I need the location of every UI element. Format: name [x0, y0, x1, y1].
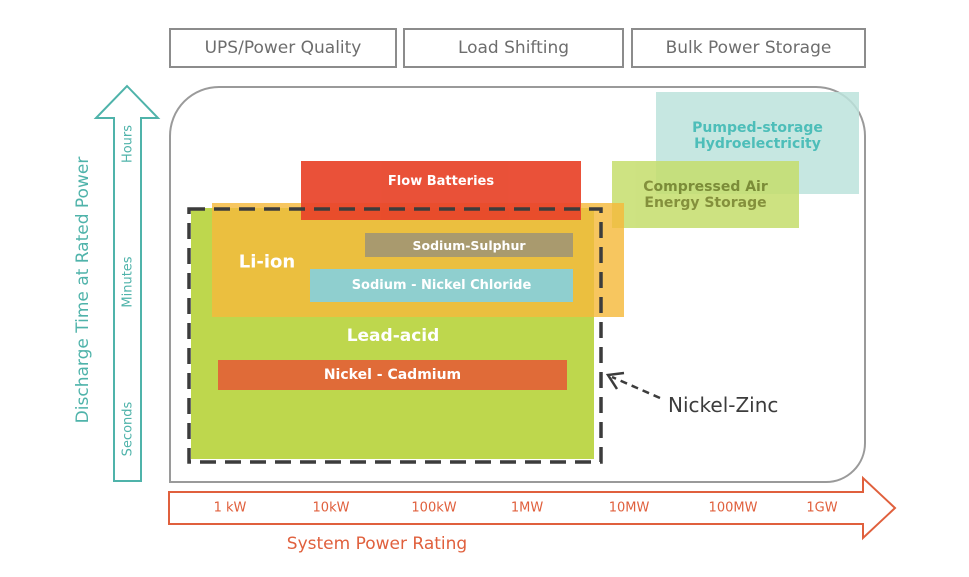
x-tick-1gw: 1GW [806, 500, 838, 516]
pumped-storage-label-line1: Pumped-storage [692, 120, 823, 136]
sodium-nickel-chloride-label: Sodium - Nickel Chloride [351, 278, 532, 293]
caes-label-line2: Energy Storage [644, 194, 767, 211]
category-bulk-power-storage: Bulk Power Storage [631, 28, 866, 68]
nickel-zinc-pointer-line [611, 375, 661, 400]
x-axis-arrow [168, 475, 897, 541]
x-tick-10kw: 10kW [312, 500, 350, 516]
x-tick-1mw: 1MW [510, 500, 544, 516]
nickel-cadmium-label: Nickel - Cadmium [323, 367, 462, 383]
x-tick-10mw: 10MW [608, 500, 650, 516]
category-label: Bulk Power Storage [665, 38, 832, 58]
category-label: Load Shifting [457, 38, 570, 58]
flow-batteries-label: Flow Batteries [387, 174, 495, 189]
y-axis-arrow [93, 84, 161, 482]
category-ups-power-quality: UPS/Power Quality [169, 28, 397, 68]
x-tick-100kw: 100kW [411, 500, 457, 516]
lead-acid-label: Lead-acid [346, 326, 440, 346]
category-load-shifting: Load Shifting [403, 28, 624, 68]
x-tick-1kw: 1 kW [213, 500, 247, 516]
region-compressed-air: Compressed Air Energy Storage [612, 161, 799, 228]
region-nickel-cadmium: Nickel - Cadmium [218, 360, 567, 390]
category-label: UPS/Power Quality [204, 38, 362, 58]
x-axis-title: System Power Rating [286, 534, 468, 554]
region-sodium-nickel-chloride: Sodium - Nickel Chloride [310, 269, 573, 302]
caes-label-line1: Compressed Air [643, 178, 768, 195]
nickel-zinc-dashed-box [187, 207, 603, 464]
chart-frame [169, 86, 866, 483]
nickel-zinc-arrowhead [605, 371, 625, 390]
x-tick-100mw: 100MW [708, 500, 758, 516]
li-ion-label: Li-ion [238, 251, 296, 273]
region-sodium-sulphur: Sodium-Sulphur [365, 233, 573, 257]
pumped-storage-label-line2: Hydroelectricity [694, 136, 821, 152]
nickel-zinc-label: Nickel-Zinc [668, 393, 779, 417]
sodium-sulphur-label: Sodium-Sulphur [412, 237, 526, 253]
